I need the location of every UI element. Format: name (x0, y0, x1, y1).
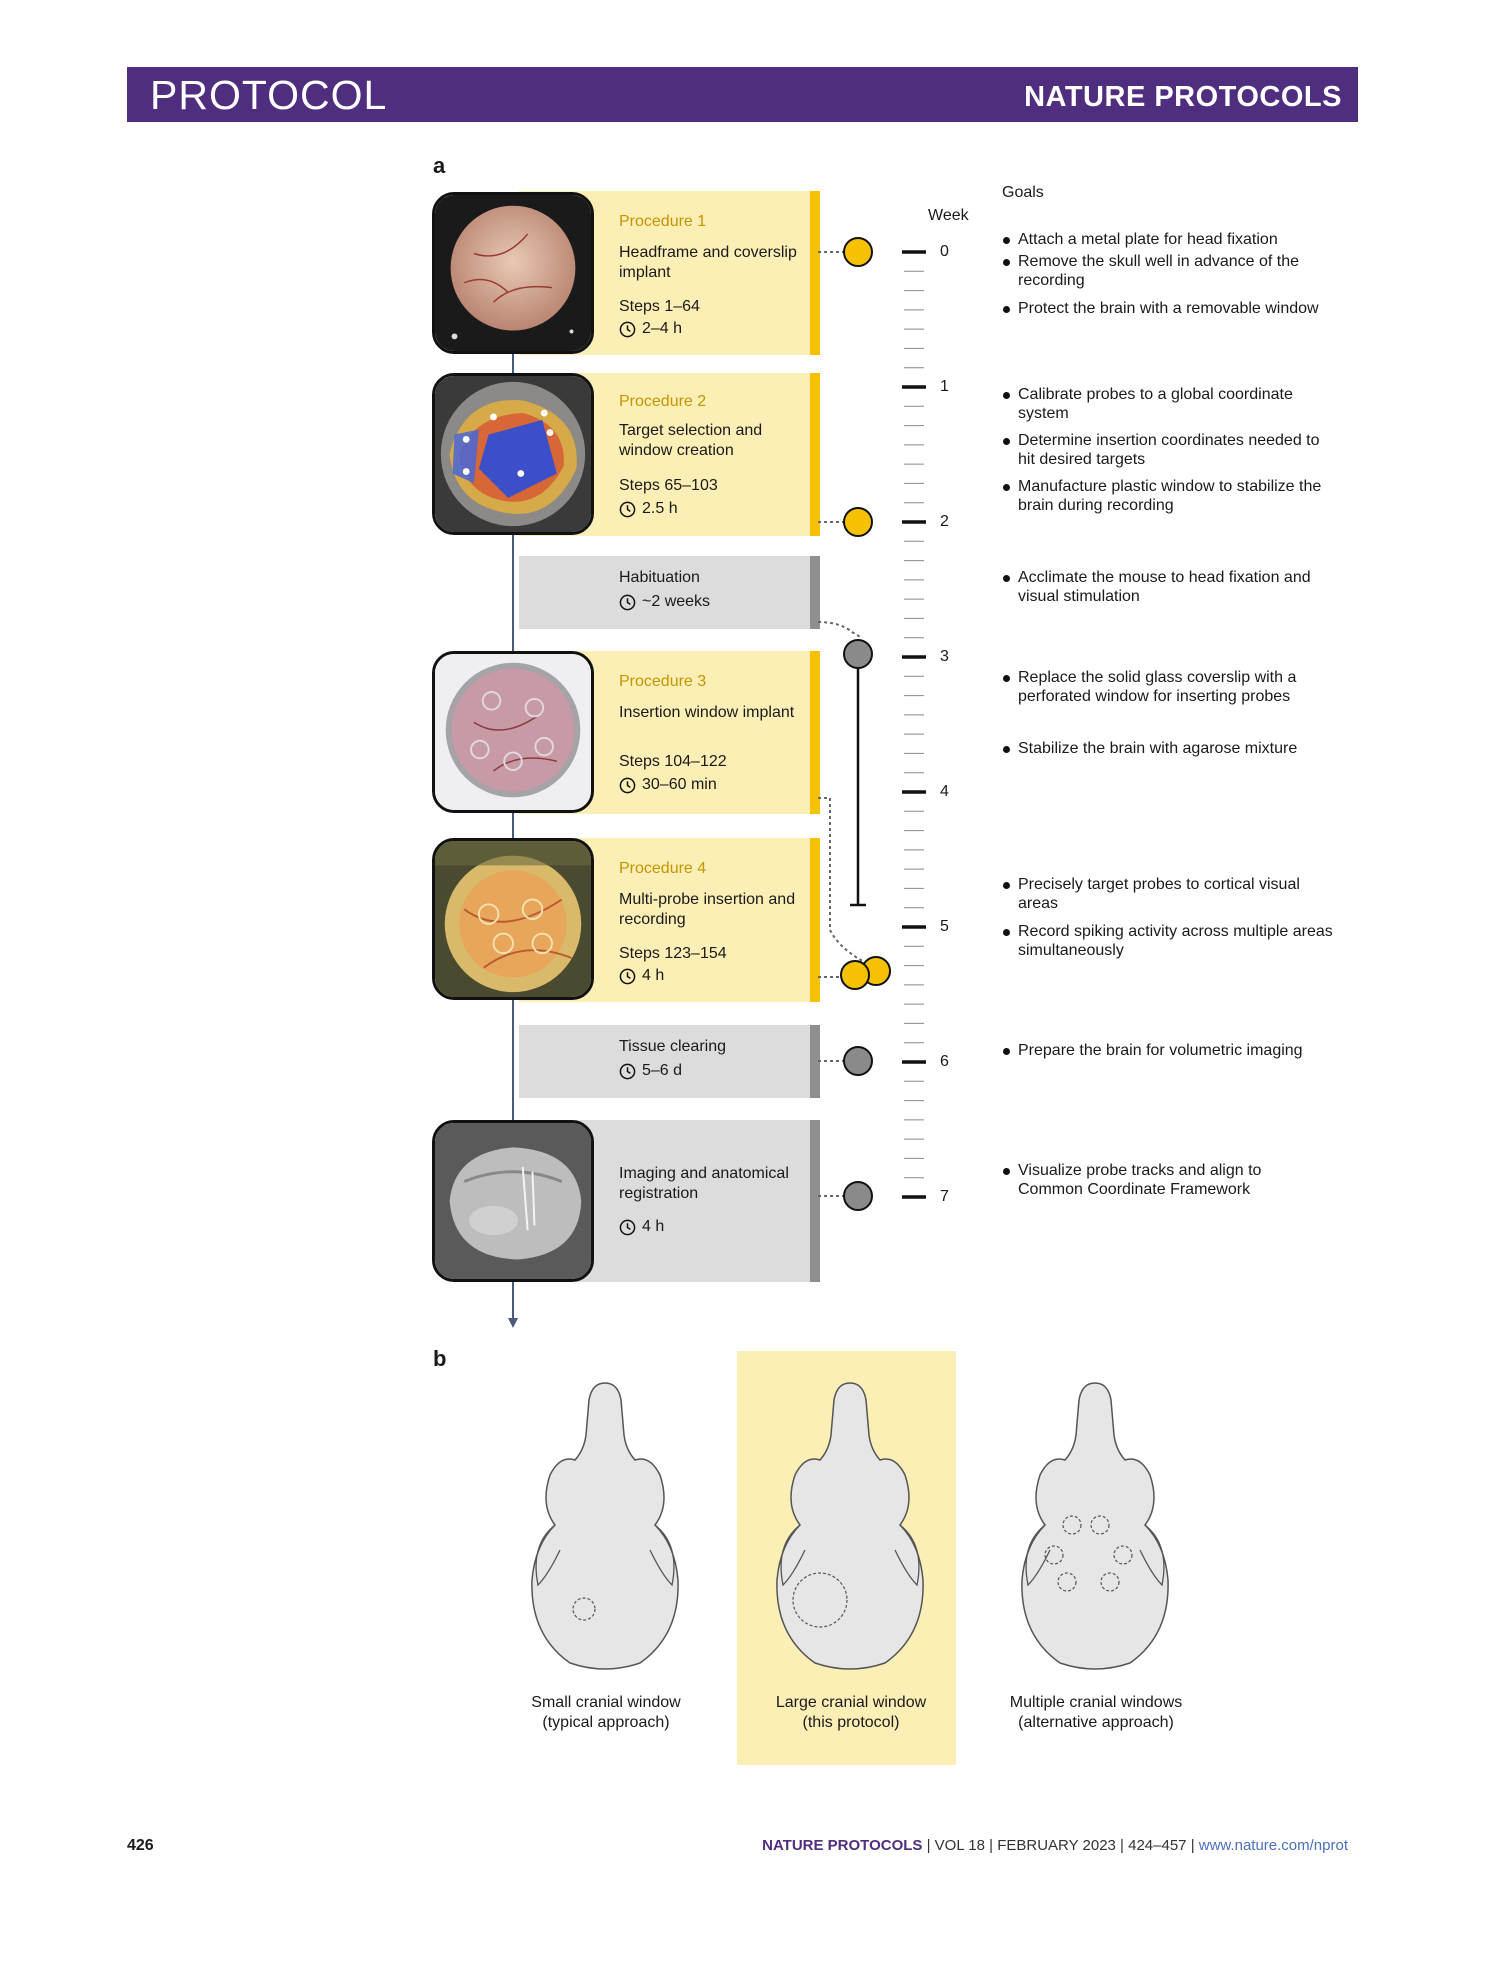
clock-icon (619, 501, 636, 517)
week-tick-5: 5 (940, 918, 949, 935)
goal-item: Calibrate probes to a global coordinate … (1003, 385, 1333, 423)
procedure-4-steps: Steps 123–154 (619, 945, 727, 962)
procedure-2-steps: Steps 65–103 (619, 477, 718, 494)
week-axis-label: Week (928, 207, 969, 224)
habituation-duration: ~2 weeks (619, 592, 710, 612)
skull-outline (531, 1382, 679, 1670)
skull-small-window (531, 1382, 679, 1670)
header-bar (127, 67, 1358, 122)
goal-item: Replace the solid glass coverslip with a… (1003, 668, 1333, 706)
week-tick-3: 3 (940, 648, 949, 665)
procedure-4-label: Procedure 4 (619, 860, 707, 877)
cranial-window (1090, 1515, 1110, 1535)
tissue-clearing-duration: 5–6 d (619, 1061, 682, 1081)
goal-item: Precisely target probes to cortical visu… (1003, 875, 1333, 913)
imaging-title: Imaging and anatomical registration (619, 1165, 789, 1202)
goals-heading: Goals (1002, 184, 1044, 201)
goal-item: Manufacture plastic window to stabilize … (1003, 477, 1333, 515)
zygomatic-arch (535, 1524, 561, 1587)
imaging-duration: 4 h (619, 1217, 664, 1237)
header-section-label: PROTOCOL (150, 72, 388, 118)
header-journal-name: NATURE PROTOCOLS (1024, 81, 1342, 113)
tissue-clearing-title: Tissue clearing (619, 1038, 727, 1055)
cranial-window (1113, 1545, 1133, 1565)
week-tick-2: 2 (940, 513, 949, 530)
insertion-window-photo (432, 651, 594, 813)
cranial-window (1044, 1545, 1064, 1565)
skull-multiple-windows (1021, 1382, 1169, 1670)
goal-item: Protect the brain with a removable windo… (1003, 299, 1333, 318)
marker-procedure-4 (840, 960, 870, 990)
week-tick-7: 7 (940, 1188, 949, 1205)
procedure-1-title: Headframe and coverslip implant (619, 244, 797, 281)
habituation-title: Habituation (619, 569, 700, 586)
goal-item: Stabilize the brain with agarose mixture (1003, 739, 1333, 758)
goal-item: Determine insertion coordinates needed t… (1003, 431, 1333, 469)
skull-caption-large: Large cranial window(this protocol) (775, 1694, 927, 1731)
clock-icon (619, 1063, 636, 1079)
habituation-card: Habituation ~2 weeks (519, 556, 820, 629)
marker-imaging (843, 1181, 873, 1211)
tissue-clearing-card: Tissue clearing 5–6 d (519, 1025, 820, 1098)
goal-item: Attach a metal plate for head fixation (1003, 230, 1333, 249)
skull-outline (776, 1382, 924, 1670)
procedure-3-steps: Steps 104–122 (619, 753, 727, 770)
multi-probe-photo (432, 838, 594, 1000)
journal-link[interactable]: www.nature.com/nprot (1198, 1837, 1348, 1854)
zygomatic-arch (1025, 1524, 1051, 1587)
skull-caption-multiple: Multiple cranial windows(alternative app… (1009, 1694, 1183, 1731)
marker-procedure-1 (843, 237, 873, 267)
procedure-1-steps: Steps 1–64 (619, 298, 700, 315)
procedure-2-duration: 2.5 h (619, 499, 678, 519)
week-tick-1: 1 (940, 378, 949, 395)
goal-item: Record spiking activity across multiple … (1003, 922, 1333, 960)
procedure-3-label: Procedure 3 (619, 673, 707, 690)
cranial-window (572, 1597, 596, 1621)
cranial-window (792, 1572, 848, 1628)
procedure-3-duration: 30–60 min (619, 775, 717, 795)
footer-citation: NATURE PROTOCOLS | VOL 18 | FEBRUARY 202… (762, 1837, 1348, 1854)
zygomatic-arch (780, 1524, 806, 1587)
skull-caption-small: Small cranial window(typical approach) (531, 1694, 681, 1731)
clock-icon (619, 968, 636, 984)
clock-icon (619, 777, 636, 793)
marker-tissue-clearing (843, 1046, 873, 1076)
week-tick-6: 6 (940, 1053, 949, 1070)
imaging-photo (432, 1120, 594, 1282)
panel-b-letter: b (433, 1346, 447, 1371)
procedure-2-label: Procedure 2 (619, 393, 707, 410)
page-number: 426 (127, 1837, 154, 1854)
marker-procedure-2 (843, 507, 873, 537)
procedure-3-title: Insertion window implant (619, 704, 795, 721)
clock-icon (619, 321, 636, 337)
week-tick-0: 0 (940, 243, 949, 260)
cranial-window (1100, 1572, 1120, 1592)
timeline-markers (817, 237, 926, 1211)
target-selection-photo (432, 373, 594, 535)
headframe-photo (432, 192, 594, 354)
zygomatic-arch (649, 1524, 675, 1587)
marker-habituation (843, 639, 873, 669)
skull-large-window (776, 1382, 924, 1670)
zygomatic-arch (1139, 1524, 1165, 1587)
panel-a-letter: a (433, 153, 446, 178)
cranial-window (1062, 1515, 1082, 1535)
procedure-1-duration: 2–4 h (619, 319, 682, 339)
goal-item: Prepare the brain for volumetric imaging (1003, 1041, 1333, 1060)
goal-item: Acclimate the mouse to head fixation and… (1003, 568, 1333, 606)
clock-icon (619, 1219, 636, 1235)
week-tick-4: 4 (940, 783, 949, 800)
goal-item: Remove the skull well in advance of the … (1003, 252, 1333, 290)
procedure-2-title: Target selection and window creation (619, 422, 763, 459)
procedure-4-duration: 4 h (619, 966, 664, 986)
goal-item: Visualize probe tracks and align to Comm… (1003, 1161, 1263, 1199)
procedure-4-title: Multi-probe insertion and recording (619, 891, 796, 928)
procedure-1-label: Procedure 1 (619, 213, 707, 230)
cranial-window (1057, 1572, 1077, 1592)
zygomatic-arch (894, 1524, 920, 1587)
skull-outline (1021, 1382, 1169, 1670)
clock-icon (619, 594, 636, 610)
